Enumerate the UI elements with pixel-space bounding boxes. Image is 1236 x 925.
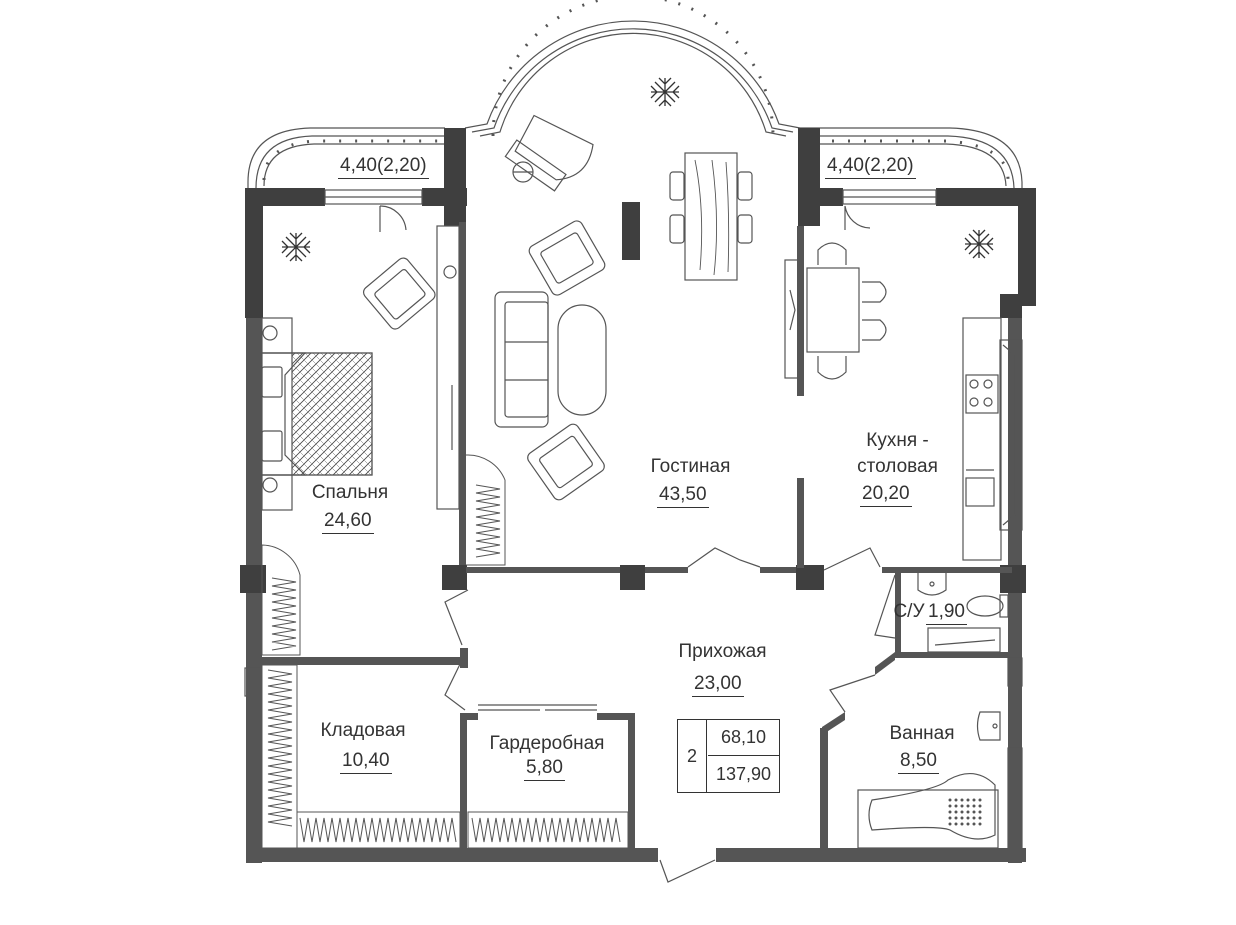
summary-rooms-count: 2 (678, 720, 707, 792)
room-area-wardrobe: 5,80 (524, 757, 565, 781)
room-name-kitchen-line1: Кухня - (866, 430, 929, 451)
bath-fixtures (857, 573, 1009, 849)
summary-box: 2 68,10 137,90 (677, 719, 780, 793)
balcony-left-area: 4,40(2,20) (338, 155, 429, 179)
room-area-storage: 10,40 (340, 750, 392, 774)
room-name-storage: Кладовая (320, 720, 406, 741)
room-area-kitchen: 20,20 (860, 483, 912, 507)
room-area-wc: 1,90 (926, 601, 967, 625)
summary-living-area: 68,10 (708, 720, 779, 756)
room-name-bathroom: Ванная (889, 723, 955, 744)
summary-total-area: 137,90 (715, 764, 772, 784)
walls (240, 128, 1036, 863)
windows (244, 189, 1023, 849)
room-area-bedroom: 24,60 (322, 510, 374, 534)
balcony-left (247, 127, 445, 189)
interior-walls (262, 222, 1012, 853)
kitchen-furniture (784, 242, 1023, 561)
doors (379, 205, 896, 883)
room-area-living: 43,50 (657, 484, 709, 508)
living-furniture (494, 114, 753, 501)
room-name-wc: С/У (893, 601, 925, 622)
closet-hangers (261, 454, 629, 849)
room-name-hall: Прихожая (678, 641, 767, 662)
room-name-wardrobe: Гардеробная (489, 733, 605, 754)
bedroom-furniture (261, 225, 460, 511)
balcony-right-area: 4,40(2,20) (825, 155, 916, 179)
room-area-hall: 23,00 (692, 673, 744, 697)
plant-icons (281, 77, 994, 262)
room-area-bathroom: 8,50 (898, 750, 939, 774)
bay-window (464, 0, 801, 137)
balcony-right (800, 127, 1023, 189)
room-name-bedroom: Спальня (311, 482, 389, 503)
room-name-kitchen-line2: столовая (857, 456, 938, 477)
room-name-living: Гостиная (650, 456, 731, 477)
